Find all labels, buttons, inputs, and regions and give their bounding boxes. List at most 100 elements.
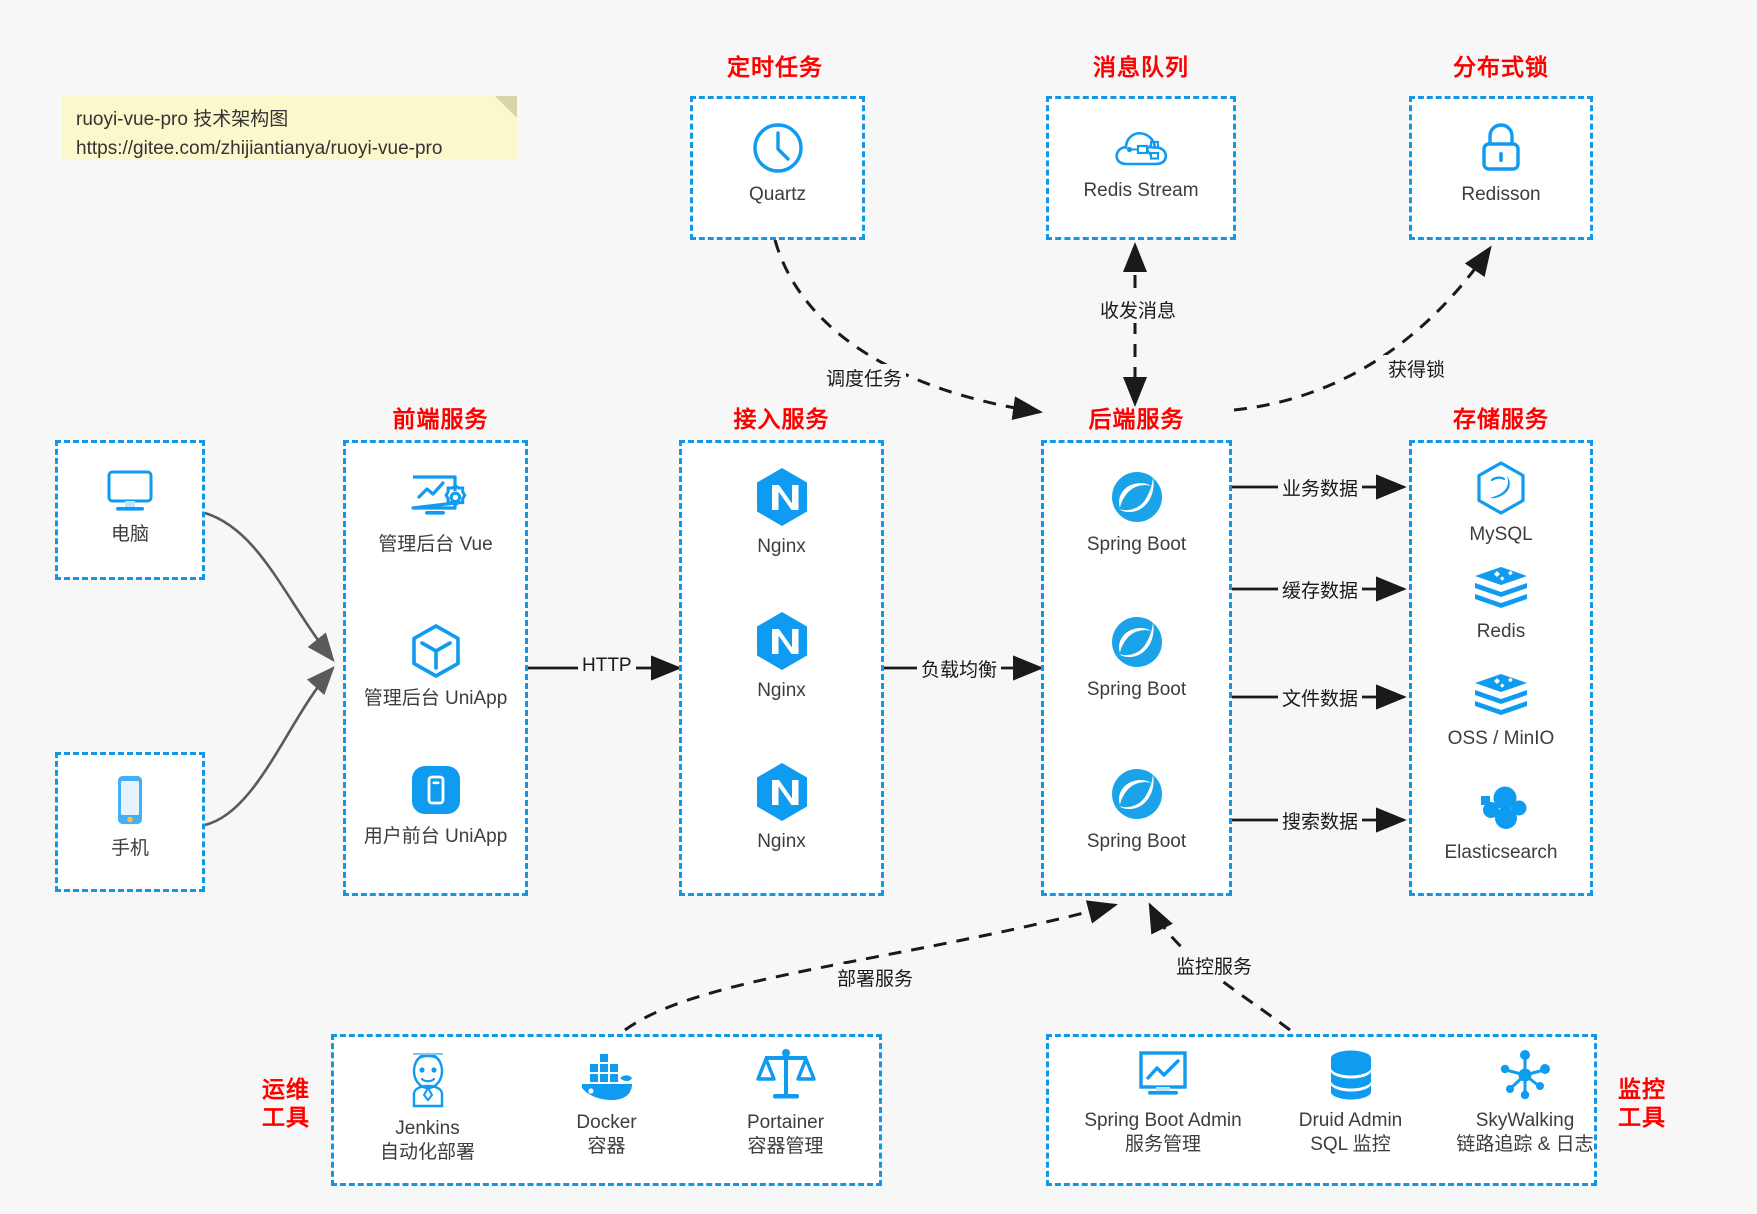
edge-label-acquire-lock: 获得锁 (1384, 355, 1450, 382)
group-label-mq: 消息队列 (1093, 54, 1189, 80)
group-label-ops-line2: 工具 (262, 1104, 310, 1131)
node-nginx-3[interactable]: Nginx (679, 761, 884, 854)
scheduler-box (690, 96, 865, 240)
node-admin-uniapp[interactable]: 管理后台 UniApp (343, 622, 528, 711)
node-label: OSS / MinIO (1447, 728, 1555, 749)
group-label-ops: 运维 工具 (255, 1075, 317, 1131)
spring-leaf-icon (1111, 617, 1162, 667)
node-sublabel: SQL 监控 (1310, 1133, 1391, 1155)
skywalking-icon (1500, 1050, 1550, 1100)
node-jenkins[interactable]: Jenkins 自动化部署 (345, 1048, 510, 1165)
clock-icon (752, 123, 803, 173)
node-label: Redis Stream (1083, 180, 1199, 201)
object-storage-icon (1475, 674, 1527, 715)
node-label: Nginx (757, 536, 806, 557)
group-label-scheduler: 定时任务 (727, 54, 823, 80)
docker-whale-icon (581, 1054, 632, 1100)
elasticsearch-icon (1481, 786, 1527, 829)
node-label: Druid Admin (1298, 1110, 1403, 1131)
node-label: Elasticsearch (1444, 842, 1558, 863)
edge-label-monitor-service: 监控服务 (1172, 952, 1257, 979)
phone-icon (118, 776, 142, 824)
note-fold-corner (495, 96, 517, 118)
monitor-icon (107, 470, 153, 511)
mobile-app-icon (411, 766, 460, 814)
node-elasticsearch[interactable]: Elasticsearch (1409, 782, 1593, 865)
group-label-monitor-line2: 工具 (1618, 1104, 1666, 1131)
node-portainer[interactable]: Portainer 容器管理 (703, 1046, 868, 1159)
node-label: 手机 (110, 838, 149, 859)
node-pc[interactable]: 电脑 (55, 466, 205, 547)
nginx-icon (756, 612, 807, 670)
node-label: Spring Boot (1086, 679, 1187, 700)
node-sublabel: 链路追踪 & 日志 (1456, 1133, 1594, 1155)
node-label: Redisson (1461, 184, 1541, 205)
node-spring-boot-admin[interactable]: Spring Boot Admin 服务管理 (1063, 1048, 1263, 1157)
node-mysql[interactable]: MySQL (1409, 460, 1593, 547)
node-redis[interactable]: Redis (1409, 565, 1593, 644)
node-label: MySQL (1469, 524, 1533, 545)
node-admin-vue[interactable]: 管理后台 Vue (343, 470, 528, 557)
monitor-chart-icon (1139, 1051, 1187, 1095)
node-quartz[interactable]: Quartz (690, 120, 865, 207)
node-springboot-1[interactable]: Spring Boot (1041, 468, 1232, 557)
sticky-note: ruoyi-vue-pro 技术架构图 https://gitee.com/zh… (62, 96, 517, 160)
node-springboot-3[interactable]: Spring Boot (1041, 765, 1232, 854)
node-user-uniapp[interactable]: 用户前台 UniApp (343, 762, 528, 849)
node-sublabel: 容器管理 (747, 1135, 824, 1157)
redis-stack-icon (1475, 567, 1527, 608)
node-label: Redis (1476, 621, 1526, 642)
node-sublabel: 自动化部署 (379, 1141, 475, 1163)
edge-label-business-data: 业务数据 (1278, 474, 1363, 501)
database-icon (1330, 1050, 1371, 1100)
node-label: 管理后台 Vue (378, 534, 493, 555)
node-label: 管理后台 UniApp (363, 688, 508, 709)
jenkins-butler-icon (412, 1052, 443, 1108)
node-label: SkyWalking (1475, 1110, 1575, 1131)
scales-icon (755, 1049, 816, 1099)
node-phone[interactable]: 手机 (55, 772, 205, 861)
node-skywalking[interactable]: SkyWalking 链路追踪 & 日志 (1434, 1048, 1616, 1157)
node-label: Nginx (757, 831, 806, 852)
node-nginx-2[interactable]: Nginx (679, 610, 884, 703)
node-springboot-2[interactable]: Spring Boot (1041, 613, 1232, 702)
node-label: 用户前台 UniApp (363, 826, 508, 847)
node-redisson[interactable]: Redisson (1409, 120, 1593, 207)
node-sublabel: 服务管理 (1124, 1133, 1201, 1155)
edge-label-file-data: 文件数据 (1278, 684, 1363, 711)
node-label: 电脑 (110, 524, 149, 545)
mq-box (1046, 96, 1236, 240)
group-label-monitor-line1: 监控 (1618, 1076, 1666, 1102)
note-line-2: https://gitee.com/zhijiantianya/ruoyi-vu… (76, 137, 443, 159)
edge-label-http: HTTP (578, 655, 636, 677)
group-label-backend: 后端服务 (1088, 406, 1185, 432)
spring-leaf-icon (1111, 472, 1162, 522)
node-label: Nginx (757, 680, 806, 701)
edge-label-load-balance: 负载均衡 (917, 655, 1002, 682)
edge-label-deploy-service: 部署服务 (833, 964, 918, 991)
node-oss-minio[interactable]: OSS / MinIO (1409, 672, 1593, 751)
node-label: Spring Boot (1086, 831, 1187, 852)
spring-leaf-icon (1111, 769, 1162, 819)
dashboard-gear-icon (410, 475, 466, 515)
nginx-icon (756, 763, 807, 821)
edge-label-send-receive-msg: 收发消息 (1096, 296, 1181, 323)
edge-label-schedule-task: 调度任务 (822, 364, 907, 391)
monitor-box (1046, 1034, 1597, 1186)
node-redis-stream[interactable]: Redis Stream (1046, 126, 1236, 203)
node-druid-admin[interactable]: Druid Admin SQL 监控 (1268, 1048, 1433, 1157)
group-label-monitor: 监控 工具 (1611, 1075, 1673, 1131)
edge-label-cache-data: 缓存数据 (1278, 576, 1363, 603)
nginx-icon (756, 468, 807, 526)
edge-label-search-data: 搜索数据 (1278, 807, 1363, 834)
node-nginx-1[interactable]: Nginx (679, 466, 884, 559)
group-label-storage: 存储服务 (1453, 406, 1549, 432)
node-docker[interactable]: Docker 容器 (524, 1048, 689, 1159)
node-label: Spring Boot Admin (1084, 1110, 1242, 1131)
node-label: Jenkins (395, 1118, 460, 1139)
node-label: Quartz (748, 184, 807, 205)
lock-icon (1482, 123, 1520, 171)
node-label: Portainer (746, 1112, 825, 1133)
group-label-frontend: 前端服务 (392, 406, 489, 432)
